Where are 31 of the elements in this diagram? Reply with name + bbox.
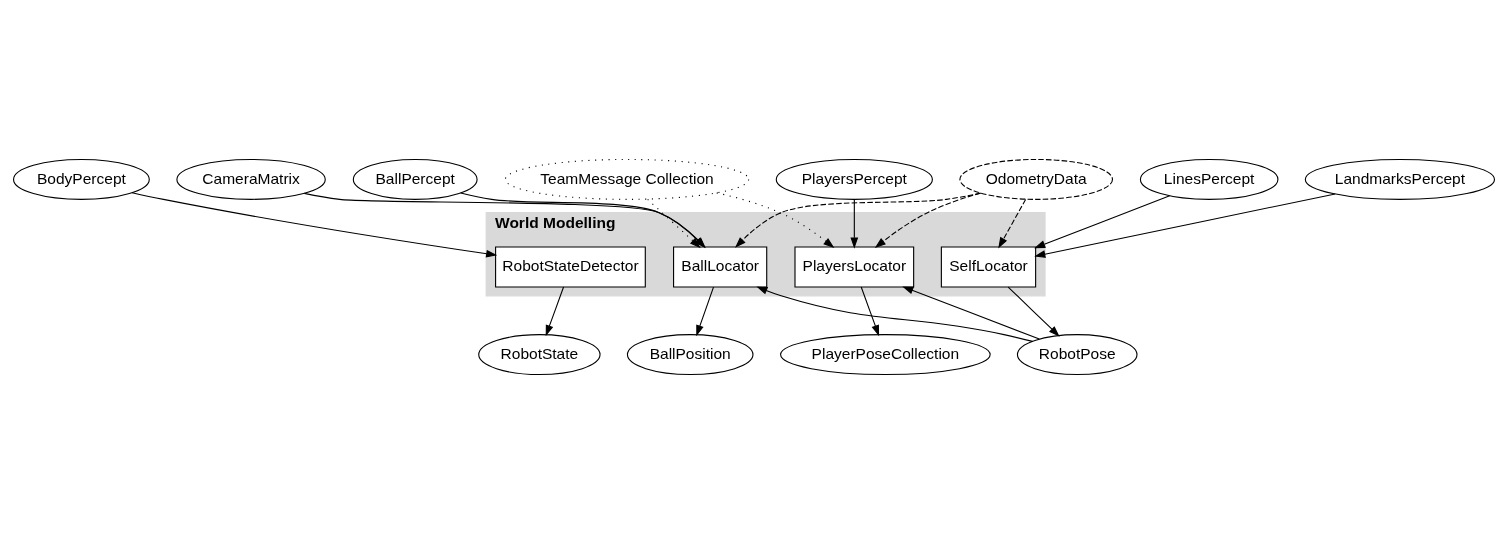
node-ellipse: TeamMessage Collection [504,158,750,200]
node-ellipse: LandmarksPercept [1304,158,1496,200]
arrow [756,286,1033,342]
arrow [860,286,880,337]
arrow [647,198,701,249]
node-ellipse: RobotState [478,334,601,376]
arrow [716,192,835,249]
node-ellipse: BallPercept [352,158,478,200]
arrow [735,192,982,248]
node-ellipse: PlayersPercept [775,158,933,200]
arrow [131,192,498,258]
node-ellipse: CameraMatrix [176,158,326,200]
arrow [902,286,1040,340]
node-box: BallLocator [673,246,768,288]
node-ellipse: BodyPercept [13,158,150,200]
arrow [1034,193,1336,258]
node-box: RobotStateDetector [495,246,646,288]
arrow [696,286,715,337]
node-ellipse: OdometryData [959,158,1114,200]
node-ellipse: LinesPercept [1139,158,1279,200]
arrow [874,192,981,249]
arrow [1007,286,1060,337]
node-ellipse: BallPosition [626,334,754,376]
arrow [545,286,565,337]
node-ellipse: RobotPose [1016,334,1138,376]
arrow [998,198,1027,249]
node-ellipse: PlayerPoseCollection [780,334,991,376]
arrow [1034,195,1171,249]
node-box: PlayersLocator [794,246,915,288]
arrow [850,198,859,249]
node-box: SelfLocator [940,246,1037,288]
